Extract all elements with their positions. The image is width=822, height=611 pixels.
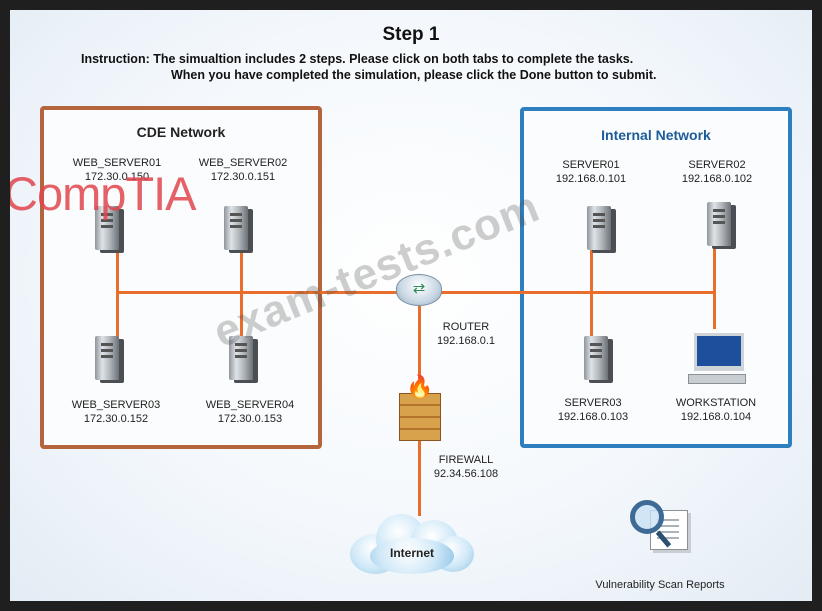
server02-icon[interactable] [707, 202, 731, 246]
cde-right-drop [240, 243, 243, 353]
simulation-canvas: Step 1 Instruction: The simualtion inclu… [10, 10, 812, 601]
internal-network-panel: Internal Network [520, 107, 792, 448]
magnifier-icon[interactable] [630, 500, 664, 534]
web-server04-icon[interactable] [229, 336, 253, 380]
internal-network-title: Internal Network [601, 127, 711, 143]
cde-left-drop [116, 243, 119, 353]
workstation-icon[interactable] [694, 333, 744, 371]
server01-icon[interactable] [587, 206, 611, 250]
internet-label: Internet [389, 546, 435, 560]
internal-left-drop [590, 243, 593, 353]
web-server03-icon[interactable] [95, 336, 119, 380]
step-title: Step 1 [382, 24, 440, 45]
instruction-line-1: Instruction: The simualtion includes 2 s… [81, 52, 634, 66]
router-arrows-icon: ⇄ [412, 280, 426, 297]
web-server02-icon[interactable] [224, 206, 248, 250]
internal-right-drop [713, 243, 716, 329]
cde-network-panel: CDE Network [40, 106, 322, 449]
router-icon[interactable]: ⇄ [396, 274, 442, 306]
workstation-keyboard [688, 374, 746, 384]
instruction-line-2: When you have completed the simulation, … [171, 68, 657, 82]
firewall-internet-link [418, 436, 421, 516]
router-firewall-link [418, 306, 421, 382]
comptia-watermark: CompTIA [10, 167, 196, 220]
cde-network-title: CDE Network [136, 124, 226, 140]
vulnerability-scan-label[interactable]: Vulnerability Scan Reports [595, 579, 725, 591]
firewall-icon[interactable]: 🔥 [399, 376, 441, 441]
server03-icon[interactable] [584, 336, 608, 380]
internet-cloud-icon[interactable]: Internet [350, 508, 474, 574]
flame-icon: 🔥 [406, 374, 434, 399]
web-server01-icon[interactable] [95, 206, 119, 250]
